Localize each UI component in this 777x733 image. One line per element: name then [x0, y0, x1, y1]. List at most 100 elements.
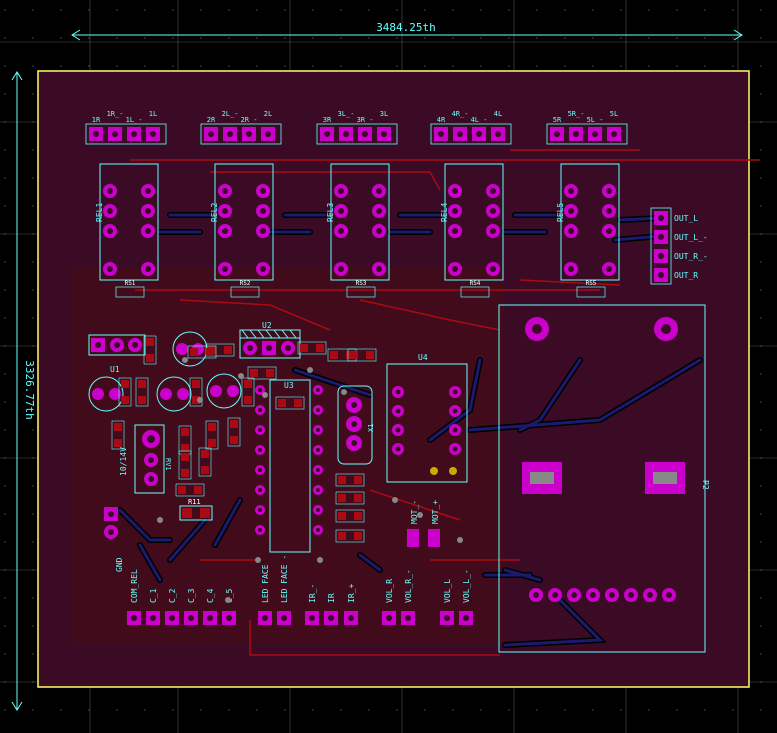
grid-dot	[4, 317, 6, 319]
pad-hole	[281, 615, 287, 621]
header-outline	[546, 123, 628, 145]
pad-hole	[145, 266, 151, 272]
grid-dot	[32, 149, 34, 151]
grid-dot	[32, 261, 34, 263]
relay-diode-label: RS5	[586, 280, 597, 287]
trace-top	[249, 620, 500, 656]
pad-hole	[258, 508, 262, 512]
grid-dot	[4, 149, 6, 151]
gnd-pads[interactable]: GND	[104, 507, 124, 572]
pad-hole	[338, 208, 344, 214]
pad-hole	[222, 266, 228, 272]
smd-part	[111, 420, 125, 450]
u1-regulator[interactable]: U1	[88, 334, 146, 374]
r11-resistor[interactable]: R11	[179, 498, 213, 521]
header-outline	[200, 123, 282, 145]
grid-dot	[452, 709, 454, 711]
grid-dot	[4, 261, 6, 263]
x1-label: X1	[367, 424, 375, 432]
grid-dot	[732, 37, 734, 39]
grid-dot	[88, 9, 90, 11]
smd-pad	[146, 354, 154, 362]
pad-hole	[658, 234, 664, 240]
via	[197, 397, 203, 403]
relay-label: REL2	[210, 203, 219, 222]
relay-diode	[230, 286, 260, 298]
bottom-pin-label: COM_REL	[130, 569, 139, 603]
grid-dot	[32, 121, 34, 123]
grid-dot	[228, 65, 230, 67]
pad-hole	[222, 228, 228, 234]
grid-dot	[480, 65, 482, 67]
grid-dot	[32, 373, 34, 375]
grid-dot	[424, 9, 426, 11]
r11-label: R11	[188, 498, 201, 506]
grid-dot	[32, 653, 34, 655]
grid-dot	[4, 177, 6, 179]
pad-hole	[107, 208, 113, 214]
p2-module[interactable]: P2	[498, 304, 710, 653]
smd-pad	[190, 348, 198, 356]
smd-part	[335, 473, 365, 487]
pad-hole	[490, 208, 496, 214]
via	[392, 497, 398, 503]
via	[307, 367, 313, 373]
header-pin-label: 5L_-	[587, 116, 604, 124]
grid-dot	[340, 9, 342, 11]
grid-dot	[508, 37, 510, 39]
via	[157, 517, 163, 523]
relay-outline	[99, 163, 159, 281]
pad-hole	[262, 615, 268, 621]
x1-crystal[interactable]: X1	[337, 385, 375, 465]
grid-dot	[32, 513, 34, 515]
grid-dot	[4, 9, 6, 11]
grid-dot	[592, 37, 594, 39]
smd-pad	[230, 420, 238, 428]
grid-dot	[760, 709, 762, 711]
grid-dot	[704, 709, 706, 711]
pad-hole	[395, 389, 401, 395]
grid-dot	[60, 65, 62, 67]
grid-dot	[228, 9, 230, 11]
smd-pad	[330, 351, 338, 359]
mot-minus-label: MOT_-	[410, 500, 419, 524]
grid-dot	[480, 9, 482, 11]
smd-pad	[208, 439, 216, 447]
mot-connector[interactable]: MOT_- MOT_+	[407, 500, 440, 547]
pad-hole	[188, 615, 194, 621]
grid-dot	[340, 709, 342, 711]
header-pin-label: 2R_-	[241, 116, 258, 124]
pad-hole	[112, 131, 118, 137]
smd-part	[143, 335, 157, 365]
grid-dot	[32, 401, 34, 403]
grid-dot	[4, 65, 6, 67]
grid-dot	[536, 709, 538, 711]
grid-dot	[760, 93, 762, 95]
grid-dot	[4, 345, 6, 347]
pad-hole	[316, 408, 320, 412]
smd-pad	[181, 444, 189, 452]
grid-dot	[32, 485, 34, 487]
pad-hole	[338, 266, 344, 272]
grid-dot	[4, 597, 6, 599]
smd-pad	[300, 344, 308, 352]
u4-module[interactable]: U4	[386, 353, 468, 483]
dimension-width-label: 3484.25th	[376, 21, 436, 34]
u3-ic[interactable]: U3	[255, 379, 323, 553]
trace-bottom-core	[468, 358, 702, 432]
smd-pad	[366, 351, 374, 359]
grid-dot	[760, 37, 762, 39]
pad-hole	[568, 228, 574, 234]
rv1-connector[interactable]: 10/14V RV1	[119, 424, 172, 494]
smd-part	[227, 417, 241, 447]
pad-hole	[490, 228, 496, 234]
relay-diode-label: RS1	[125, 280, 136, 287]
smd-part	[175, 483, 205, 497]
grid-dot	[88, 37, 90, 39]
